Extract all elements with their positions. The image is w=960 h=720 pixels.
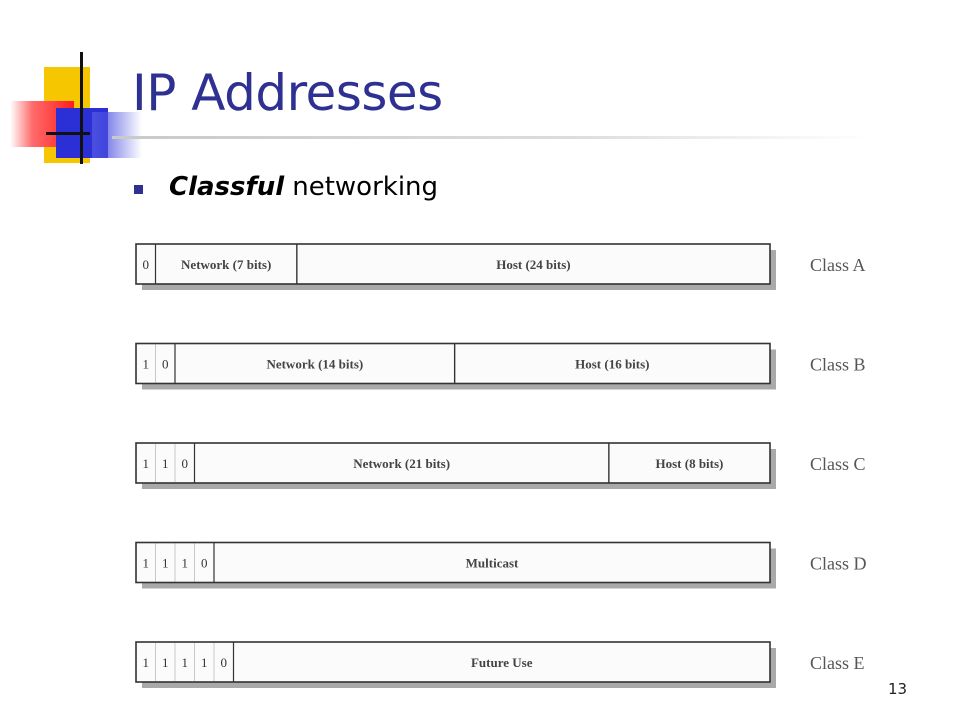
class-c-bit-label: 0 xyxy=(182,456,189,471)
class-a-label: Class A xyxy=(810,255,866,275)
bullet-text: networking xyxy=(292,172,439,202)
class-e-field-label: Future Use xyxy=(471,655,533,670)
class-a-field-label: Host (24 bits) xyxy=(496,257,570,272)
class-b-label: Class B xyxy=(810,355,866,375)
class-b-field-label: Network (14 bits) xyxy=(266,357,363,372)
class-c-field-label: Host (8 bits) xyxy=(655,456,723,471)
class-d-bit-label: 1 xyxy=(182,556,189,571)
class-d-field-label: Multicast xyxy=(466,556,519,571)
class-e-bit-label: 0 xyxy=(221,655,228,670)
class-c-bit-label: 1 xyxy=(162,456,169,471)
bullet-marker xyxy=(134,184,143,194)
slide-title: IP Addresses xyxy=(132,64,443,122)
class-b-bit-label: 1 xyxy=(143,357,150,372)
class-e-box xyxy=(135,641,771,683)
class-c-label: Class C xyxy=(810,454,866,474)
class-d-box xyxy=(135,541,771,584)
class-e-bit-label: 1 xyxy=(143,655,150,670)
class-b-box xyxy=(135,342,771,385)
logo-vertical-line xyxy=(80,52,83,164)
class-d-bit-label: 1 xyxy=(143,556,150,571)
class-e-bit-label: 1 xyxy=(201,655,208,670)
logo-blue-fade xyxy=(92,112,142,158)
class-c-box xyxy=(135,442,771,484)
class-b-bit-label: 0 xyxy=(162,357,169,372)
class-d-bit-label: 0 xyxy=(201,556,208,571)
class-a-field-label: Network (7 bits) xyxy=(181,257,271,272)
logo-horizontal-line xyxy=(46,132,90,135)
class-a-bit-label: 0 xyxy=(143,257,150,272)
class-e-bit-label: 1 xyxy=(162,655,169,670)
class-e-label: Class E xyxy=(810,653,865,673)
title-underline xyxy=(112,136,872,139)
slide-logo-decoration xyxy=(0,0,150,170)
class-e-bit-label: 1 xyxy=(182,655,189,670)
page-number: 13 xyxy=(888,680,908,698)
class-a-box xyxy=(135,243,771,285)
bullet-item: Classful networking xyxy=(134,172,438,202)
bullet-emphasis: Classful xyxy=(169,172,285,202)
class-d-bit-label: 1 xyxy=(162,556,169,571)
class-c-bit-label: 1 xyxy=(143,456,150,471)
class-c-field-label: Network (21 bits) xyxy=(353,456,450,471)
class-b-field-label: Host (16 bits) xyxy=(575,357,649,372)
class-d-label: Class D xyxy=(810,554,867,574)
